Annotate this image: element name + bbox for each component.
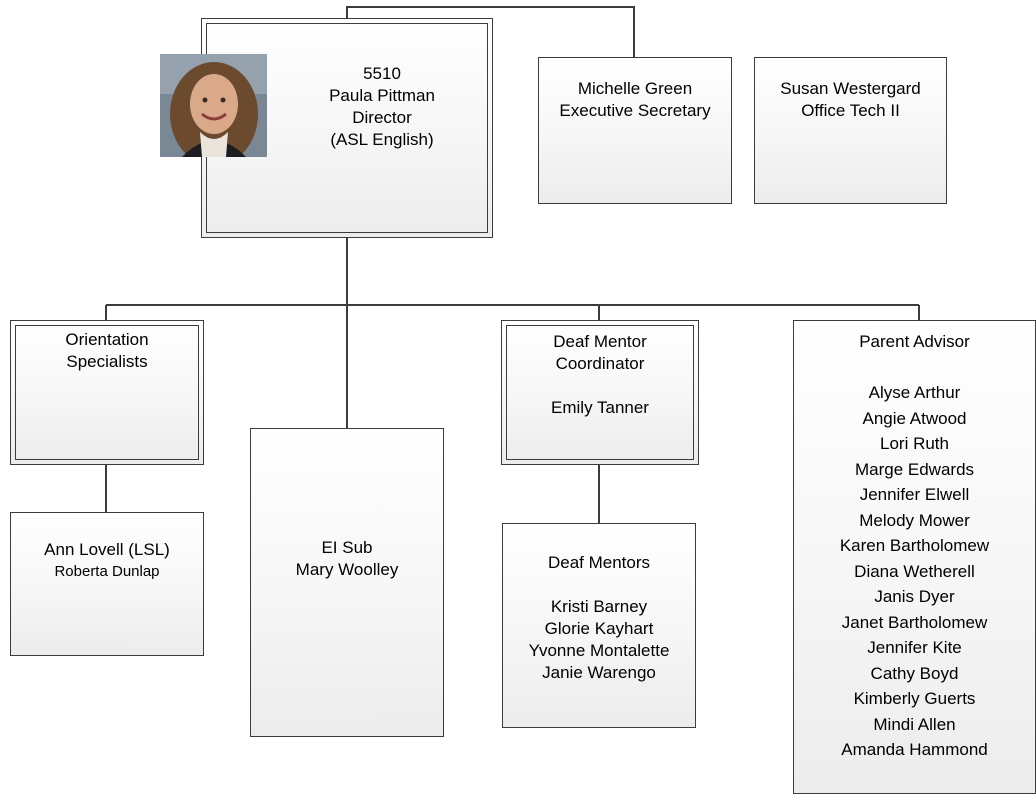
parent-advisor-member: Alyse Arthur: [868, 383, 961, 402]
secretary-name: Michelle Green: [577, 79, 693, 98]
coordinator-title-line2: Coordinator: [555, 354, 645, 373]
parent-advisor-member: Kimberly Guerts: [853, 689, 976, 708]
executive-secretary-box: Michelle Green Executive Secretary: [538, 57, 732, 204]
parent-advisor-member: Melody Mower: [859, 510, 970, 530]
parent-advisor-member: Amanda Hammond: [841, 740, 988, 759]
parent-advisor-member: Jennifer Kite: [867, 638, 962, 657]
parent-advisor-member: Diana Wetherell: [854, 561, 975, 581]
deaf-mentor-member: Kristi Barney: [550, 597, 648, 616]
director-text: 5510 Paula Pittman Director (ASL English…: [272, 63, 492, 151]
parent-advisor-title: Parent Advisor: [859, 332, 970, 351]
orientation-box-inner-border: [15, 325, 199, 460]
director-name: Paula Pittman: [329, 86, 435, 105]
deaf-mentor-member: Janie Warengo: [542, 663, 656, 682]
parent-advisor-member: Marge Edwards: [854, 459, 975, 479]
deaf-mentor-coordinator-box: Deaf Mentor Coordinator Emily Tanner: [501, 320, 699, 465]
director-number: 5510: [363, 64, 401, 83]
parent-advisor-member: Janis Dyer: [874, 587, 955, 606]
deaf-mentors-title: Deaf Mentors: [547, 553, 651, 572]
orientation-title-line2: Specialists: [66, 352, 148, 371]
office-tech-box: Susan Westergard Office Tech II: [754, 57, 947, 204]
connector-director-to-secretary: [346, 6, 635, 57]
ei-sub-name: Mary Woolley: [295, 560, 399, 579]
coordinator-box-inner-border: [506, 325, 694, 460]
portrait-photo-icon: [160, 54, 267, 157]
orientation-staff-line1: Ann Lovell (LSL): [44, 540, 170, 559]
parent-advisor-member: Mindi Allen: [873, 714, 956, 734]
parent-advisor-box: Parent Advisor Alyse Arthur Angie Atwood…: [793, 320, 1036, 794]
secretary-title: Executive Secretary: [559, 101, 711, 120]
orientation-title-line1: Orientation: [65, 330, 149, 349]
director-title: Director: [352, 108, 412, 127]
parent-advisor-member: Janet Bartholomew: [841, 612, 988, 632]
orientation-staff-line2: Roberta Dunlap: [54, 563, 160, 580]
coordinator-name: Emily Tanner: [551, 398, 649, 417]
office-tech-title: Office Tech II: [801, 101, 900, 120]
coordinator-spacer: [502, 375, 698, 397]
parent-advisor-member: Cathy Boyd: [870, 663, 959, 683]
deaf-mentor-member: Yvonne Montalette: [528, 641, 670, 660]
ei-sub-box: EI Sub Mary Woolley: [250, 428, 444, 737]
deaf-mentor-member: Glorie Kayhart: [544, 619, 654, 638]
orientation-specialists-box: Orientation Specialists: [10, 320, 204, 465]
director-subtitle: (ASL English): [330, 130, 434, 149]
parent-advisor-member: Karen Bartholomew: [839, 536, 990, 555]
parent-advisor-member: Angie Atwood: [862, 408, 967, 428]
coordinator-title-line1: Deaf Mentor: [553, 332, 647, 351]
office-tech-name: Susan Westergard: [780, 79, 921, 98]
deaf-mentors-box: Deaf Mentors Kristi Barney Glorie Kayhar…: [502, 523, 696, 728]
parent-advisor-spacer: [794, 355, 1035, 381]
orientation-staff-box: Ann Lovell (LSL) Roberta Dunlap: [10, 512, 204, 656]
deaf-mentors-spacer: [503, 574, 695, 596]
ei-sub-title: EI Sub: [321, 538, 373, 557]
parent-advisor-member: Jennifer Elwell: [859, 485, 970, 504]
parent-advisor-member: Lori Ruth: [880, 434, 949, 453]
